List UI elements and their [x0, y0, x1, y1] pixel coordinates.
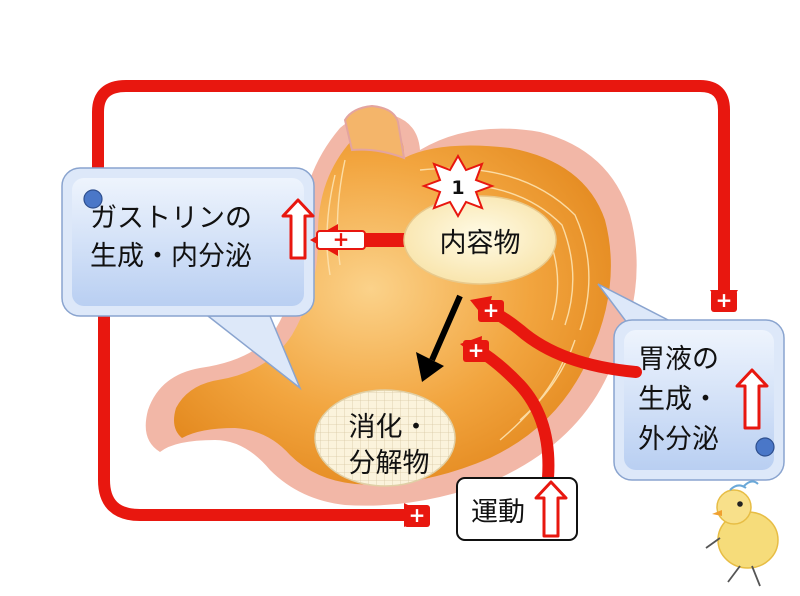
up-arrow-icon — [281, 198, 315, 260]
digestion-label: 消化・ 分解物 — [334, 410, 444, 482]
plus-badge-juice: + — [478, 298, 504, 322]
starburst-badge — [421, 153, 495, 219]
contents-ellipse — [403, 195, 557, 285]
gastrin-line-1: ガストリンの — [90, 203, 252, 234]
up-arrow-icon — [534, 480, 568, 538]
gastric-juice-callout — [597, 283, 785, 481]
svg-text:+: + — [468, 338, 485, 362]
gastric-juice-line-2: 生成・ — [638, 384, 719, 415]
svg-text:+: + — [409, 503, 426, 527]
digestion-line-2: 分解物 — [348, 448, 430, 479]
digestion-ellipse — [314, 389, 456, 487]
gastrin-label: ガストリンの 生成・内分泌 — [90, 200, 280, 276]
gastrin-callout — [61, 167, 315, 391]
chick-illustration — [705, 480, 779, 587]
badge-number: 1 — [451, 177, 464, 199]
blue-dot-marker — [83, 189, 103, 209]
plus-badge-bottom-loop: + — [404, 503, 430, 527]
plus-badge-top-loop: + — [711, 288, 737, 312]
digestion-arrow — [416, 294, 463, 382]
gastric-juice-label: 胃液の 生成・ 外分泌 — [638, 340, 748, 460]
svg-text:+: + — [333, 227, 350, 251]
contents-label: 内容物 — [439, 227, 521, 259]
gastric-juice-line-3: 外分泌 — [638, 424, 719, 455]
motility-label: 運動 — [471, 496, 525, 528]
gastric-juice-line-1: 胃液の — [638, 344, 719, 375]
svg-text:+: + — [483, 298, 500, 322]
gastrin-line-2: 生成・内分泌 — [90, 241, 252, 272]
contents-to-gastrin-arrow: + — [310, 224, 422, 256]
svg-text:+: + — [716, 288, 733, 312]
up-arrow-icon — [735, 368, 769, 430]
plus-badge-motility: + — [463, 338, 489, 362]
blue-dot-marker — [755, 437, 775, 457]
digestion-line-1: 消化・ — [348, 412, 430, 443]
